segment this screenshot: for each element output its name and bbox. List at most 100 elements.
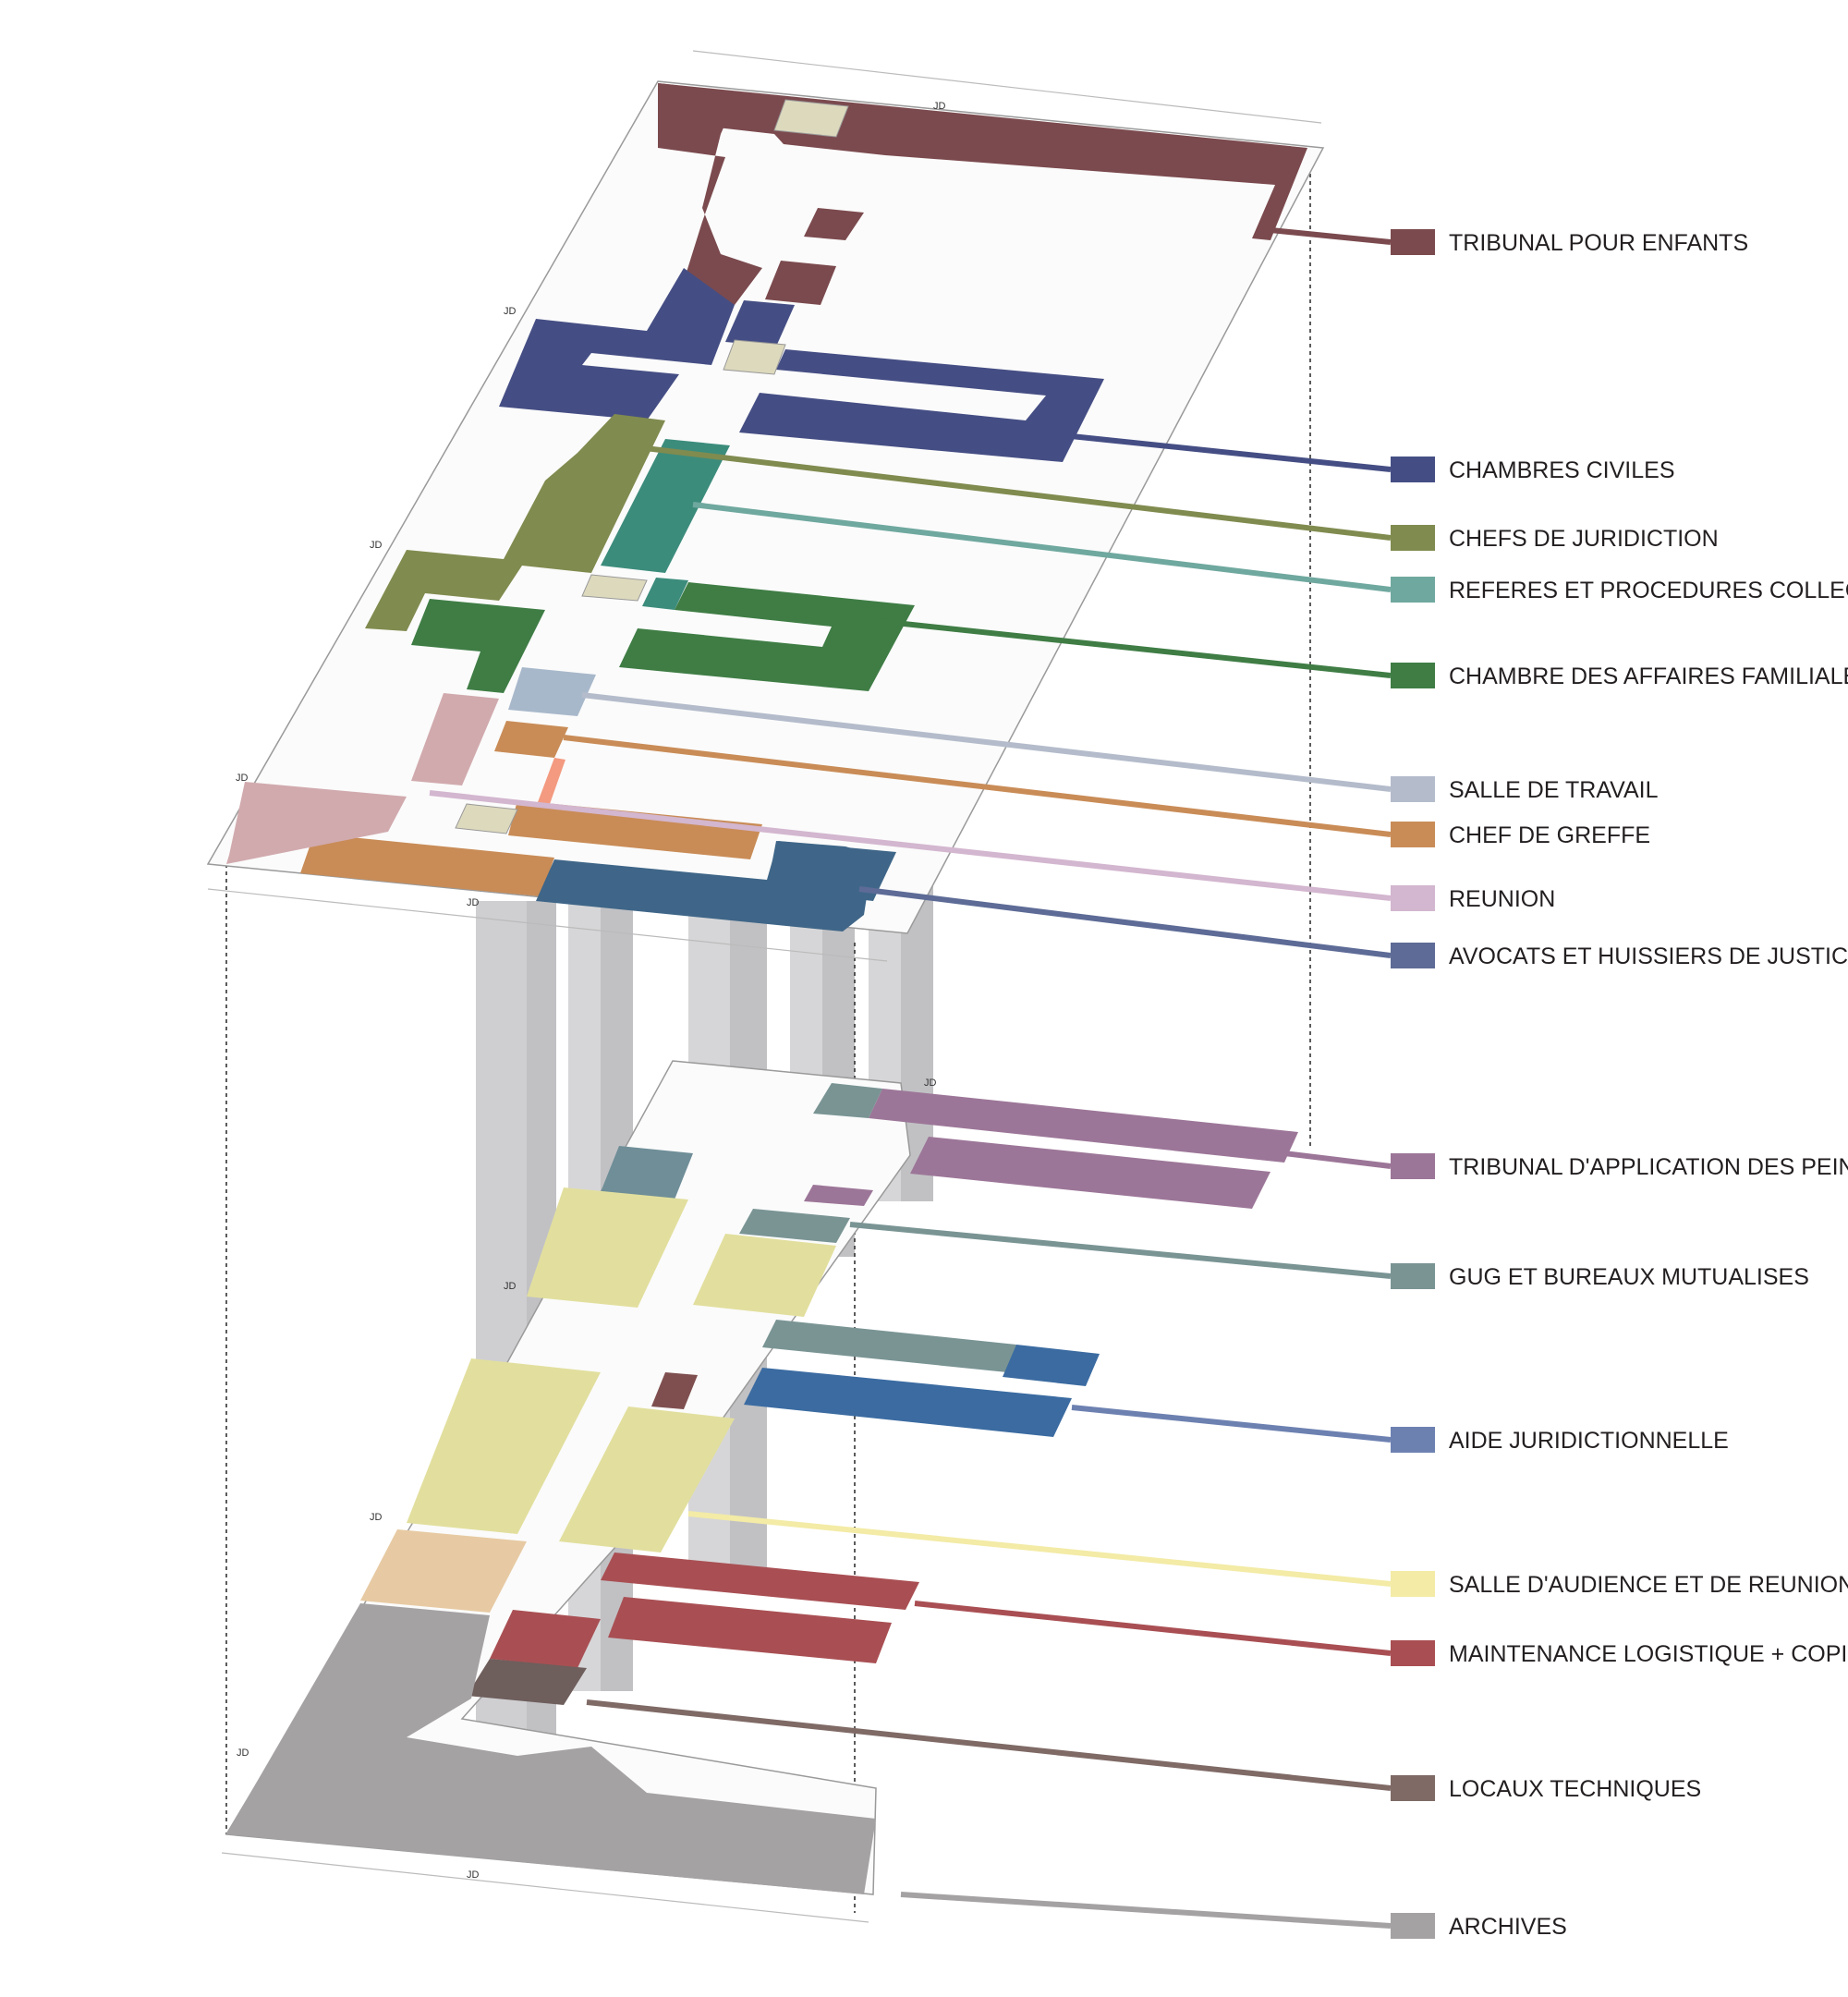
zone-salle-audience-2	[693, 1234, 836, 1317]
leader-referes	[692, 502, 1392, 592]
leader-salle-audience	[687, 1511, 1392, 1587]
legend-label-tribunal-enfants: TRIBUNAL POUR ENFANTS	[1449, 230, 1748, 256]
leader-application-peines	[1283, 1151, 1392, 1169]
legend-swatch-locaux-techniques	[1391, 1775, 1435, 1801]
legend-swatch-aide-juridictionnelle	[1391, 1427, 1435, 1453]
legend-swatch-gug	[1391, 1263, 1435, 1289]
zone-locaux-techniques	[467, 1659, 587, 1705]
lower-jd-tag-4: JD	[237, 1747, 249, 1759]
legend-label-chambres-civiles: CHAMBRES CIVILES	[1449, 457, 1675, 483]
lower-floor: JD JD JD JD JD	[221, 1060, 1298, 1923]
zone-salle-audience-peach	[360, 1529, 527, 1613]
zone-salle-travail	[508, 667, 596, 716]
leader-chefs-juridiction	[637, 444, 1392, 541]
leader-chef-greffe	[563, 735, 1392, 837]
zone-application-peines-bottom	[910, 1137, 1270, 1209]
zone-tribunal-enfants-stair	[765, 261, 836, 305]
leader-salle-travail	[581, 692, 1392, 792]
zone-archives	[226, 1603, 876, 1894]
upper-jd-tag-5: JD	[467, 897, 480, 908]
zone-tribunal-enfants-center	[804, 208, 864, 240]
legend-swatch-affaires-familiales	[1391, 663, 1435, 688]
leader-maintenance	[914, 1601, 1392, 1656]
zone-gug-mid	[739, 1209, 850, 1243]
zone-chef-greffe-left	[300, 834, 554, 896]
vertical-guides	[225, 159, 1311, 1913]
zone-chef-greffe-top	[494, 721, 568, 758]
lower-jd-tag-1: JD	[924, 1078, 937, 1089]
zone-affaires-familiales-left	[411, 599, 545, 693]
legend-label-salle-audience: SALLE D'AUDIENCE ET DE REUNION	[1449, 1572, 1848, 1598]
zone-salle-audience-3	[407, 1358, 601, 1534]
leader-archives	[900, 1892, 1392, 1929]
legend-label-salle-travail: SALLE DE TRAVAIL	[1449, 777, 1659, 803]
upper-jd-tag-3: JD	[370, 540, 383, 551]
leader-tribunal-enfants	[1260, 226, 1392, 245]
leader-avocats	[858, 886, 1392, 958]
legend-swatch-salle-travail	[1391, 776, 1435, 802]
lower-jd-tag-3: JD	[370, 1512, 383, 1523]
zone-reunion-mid	[411, 693, 499, 785]
zone-chambres-civiles-left	[499, 268, 735, 420]
legend-swatch-archives	[1391, 1913, 1435, 1939]
legend-swatch-chefs-juridiction	[1391, 525, 1435, 551]
legend-label-application-peines: TRIBUNAL D'APPLICATION DES PEINES	[1449, 1154, 1848, 1180]
legend-swatch-chef-greffe	[1391, 822, 1435, 847]
zone-chef-greffe-accent	[538, 758, 565, 804]
zone-maintenance-top	[601, 1553, 919, 1610]
zone-maintenance-core-2	[651, 1372, 698, 1409]
lower-jd-tag-2: JD	[504, 1281, 517, 1292]
lower-jd-tag-5: JD	[467, 1869, 480, 1881]
stairs-1	[773, 99, 849, 138]
leader-gug	[849, 1222, 1392, 1279]
zone-tribunal-enfants-left	[658, 83, 762, 305]
legend-swatch-avocats	[1391, 943, 1435, 968]
zone-chefs-juridiction	[365, 414, 665, 631]
zone-aide-juridictionnelle	[744, 1368, 1072, 1437]
lower-slab-dim-bottom	[221, 1852, 869, 1923]
upper-slab-dim-top	[692, 50, 1322, 124]
zone-chef-greffe-bottom	[508, 800, 762, 859]
stairs-4	[455, 803, 518, 834]
zone-application-peines-core	[804, 1185, 873, 1206]
leader-aide-juridictionnelle	[1071, 1405, 1392, 1443]
stairs-3	[581, 574, 648, 602]
leader-locaux-techniques	[586, 1699, 1392, 1791]
legend-label-chef-greffe: CHEF DE GREFFE	[1449, 822, 1650, 848]
legend-label-gug: GUG ET BUREAUX MUTUALISES	[1449, 1264, 1809, 1290]
zone-application-peines-top	[869, 1089, 1298, 1163]
zone-affaires-familiales-right	[619, 582, 915, 691]
upper-slab-dim-bottom	[207, 888, 888, 962]
zone-chambres-civiles-core	[725, 300, 795, 347]
legend-label-reunion: REUNION	[1449, 886, 1555, 912]
zone-aide-juridictionnelle-small	[1003, 1345, 1100, 1386]
legend-label-archives: ARCHIVES	[1449, 1914, 1567, 1940]
upper-floor: JD JD JD JD JD	[206, 50, 1325, 962]
zone-reunion-left	[226, 782, 407, 864]
zone-maintenance-bottom	[608, 1597, 892, 1663]
zone-salle-audience-1	[527, 1187, 688, 1308]
legend-swatch-referes	[1391, 577, 1435, 603]
legend: TRIBUNAL POUR ENFANTS CHAMBRES CIVILES CHE…	[1391, 229, 1848, 1940]
legend-label-locaux-techniques: LOCAUX TECHNIQUES	[1449, 1776, 1701, 1802]
upper-jd-tag-4: JD	[236, 773, 249, 784]
zone-referes-small	[642, 578, 688, 610]
zone-salle-audience-4	[559, 1406, 735, 1553]
zone-gug-strip	[762, 1320, 1016, 1372]
legend-label-affaires-familiales: CHAMBRE DES AFFAIRES FAMILIALES	[1449, 664, 1848, 689]
leader-chambres-civiles	[1052, 432, 1392, 472]
legend-swatch-tribunal-enfants	[1391, 229, 1435, 255]
leader-reunion	[429, 790, 1392, 901]
upper-jd-tag-2: JD	[504, 306, 517, 317]
zone-maintenance-core	[490, 1610, 601, 1668]
legend-swatch-application-peines	[1391, 1153, 1435, 1179]
legend-swatch-salle-audience	[1391, 1571, 1435, 1597]
zone-referes	[601, 439, 730, 573]
legend-leader-lines	[429, 226, 1392, 1929]
upper-jd-tag-1: JD	[933, 101, 946, 112]
legend-swatch-chambres-civiles	[1391, 457, 1435, 482]
leader-affaires-familiales	[877, 618, 1392, 678]
legend-swatch-maintenance	[1391, 1640, 1435, 1666]
legend-label-chefs-juridiction: CHEFS DE JURIDICTION	[1449, 526, 1719, 552]
